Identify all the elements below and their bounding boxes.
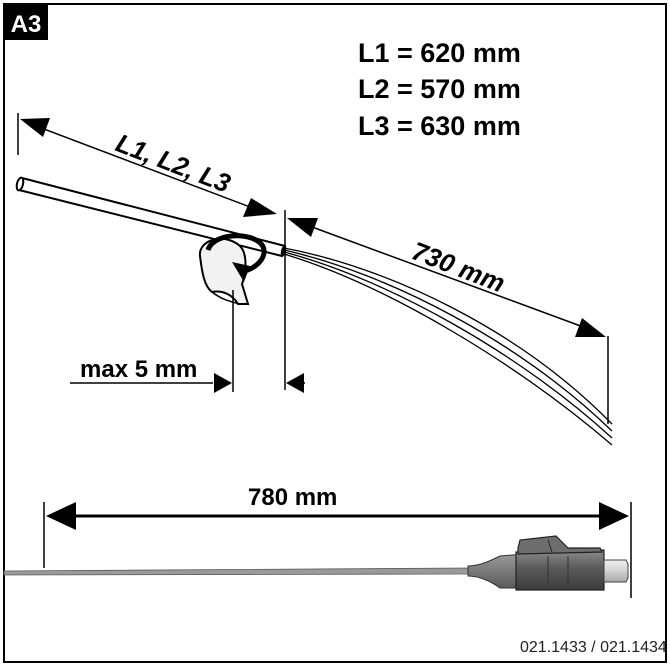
hand-grip-icon (198, 237, 250, 305)
lc-connector-icon (467, 535, 629, 591)
dimension-fiber (284, 210, 609, 424)
dimension-strip-label: max 5 mm (80, 356, 197, 383)
dimension-pigtail (43, 502, 632, 598)
twist-arrow-icon (205, 233, 267, 282)
dimension-strip (70, 290, 305, 393)
length-l3: L3 = 630 mm (358, 111, 521, 141)
dimension-pigtail-label: 780 mm (248, 484, 337, 511)
fiber-bundle (283, 247, 613, 446)
figure-label-badge: A3 (4, 4, 48, 40)
figure-label: A3 (11, 11, 42, 38)
length-l2: L2 = 570 mm (358, 74, 521, 104)
dimension-sheath (17, 113, 277, 217)
part-numbers: 021.1433 / 021.1434 (520, 639, 667, 656)
length-l1: L1 = 620 mm (358, 38, 521, 68)
